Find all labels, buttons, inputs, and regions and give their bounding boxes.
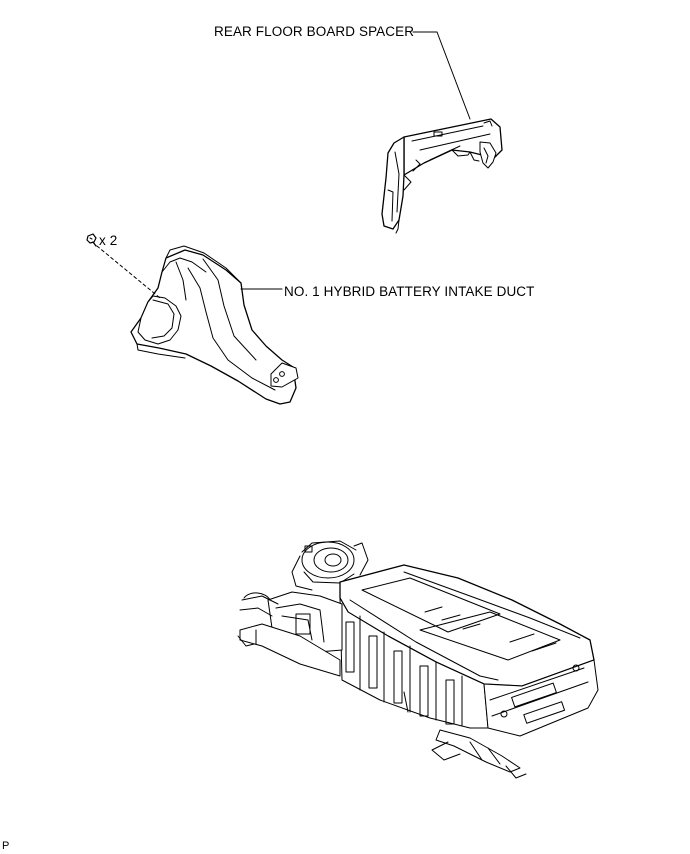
push-clip-icon <box>86 233 97 247</box>
hybrid-battery-intake-duct-part <box>130 245 299 405</box>
battery-blower <box>291 540 369 591</box>
rear-floor-board-spacer-label: REAR FLOOR BOARD SPACER <box>214 24 415 39</box>
hybrid-battery-assembly <box>237 540 599 779</box>
intake-duct-label: NO. 1 HYBRID BATTERY INTAKE DUCT <box>284 284 535 299</box>
clip-quantity-label: x 2 <box>99 233 118 248</box>
illustration-code: P <box>2 840 10 852</box>
rear-floor-board-spacer-part <box>381 31 503 234</box>
clip-install-guide-line <box>96 245 161 299</box>
